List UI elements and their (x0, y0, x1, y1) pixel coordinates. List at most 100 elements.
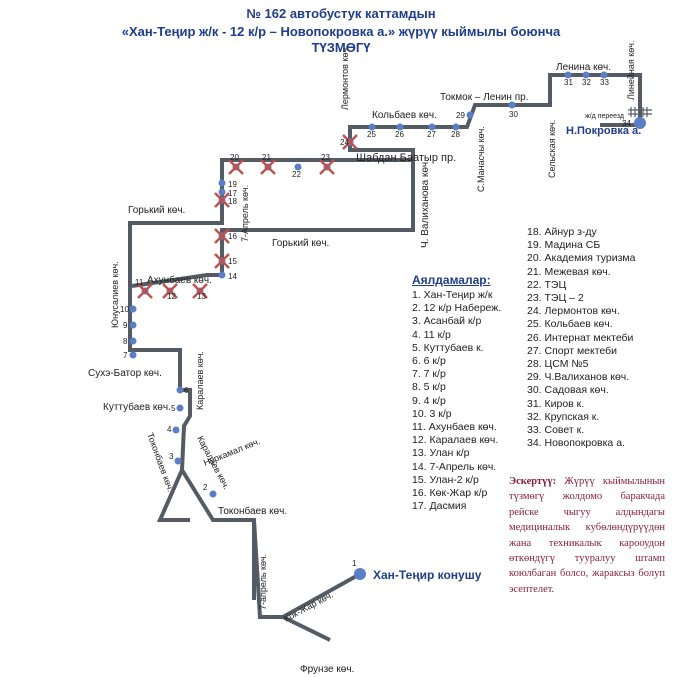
label-aprel7-bottom: 7-апрель көч. (258, 554, 268, 610)
stop-legend-item: 7. 7 к/р (412, 368, 446, 381)
stops-legend-title: Аялдамалар: (412, 273, 491, 287)
stop-legend-item: 5. Куттубаев к. (412, 341, 484, 354)
stop-marker-22 (294, 163, 302, 171)
label-tokonbaev: Токонбаев көч. (218, 505, 287, 517)
stop-number-24: 24 (340, 138, 349, 147)
stop-number-5: 5 (171, 404, 176, 413)
stop-marker-6 (176, 386, 184, 394)
label-pereezd: ж/д переезд (585, 113, 624, 120)
stop-legend-item: 10. 3 к/р (412, 407, 452, 420)
cross-stroke (162, 283, 178, 299)
cross-stroke (214, 228, 230, 244)
label-shabdan: Шабдан Баатыр пр. (356, 152, 456, 164)
cancelled-stop-cross (228, 159, 244, 175)
stop-legend-item: 23. ТЭЦ – 2 (527, 292, 584, 305)
stop-legend-item: 20. Академия туризма (527, 252, 636, 265)
label-gorky-top: Горький көч. (128, 205, 185, 216)
cross-stroke (137, 283, 153, 299)
stop-marker-7 (129, 351, 137, 359)
stop-number-25: 25 (367, 130, 376, 139)
label-lenina: Ленина көч. (556, 62, 611, 73)
stop-legend-item: 12. Каралаев көч. (412, 434, 499, 447)
route-line (128, 158, 415, 619)
label-end: Н.Покровка а. (566, 125, 641, 137)
stop-marker-10 (129, 305, 137, 313)
stop-legend-item: 27. Спорт мектеби (527, 344, 618, 357)
stop-legend-item: 4. 11 к/р (412, 328, 451, 341)
cross-stroke (260, 159, 276, 175)
label-lermontov: Лермонтов көч. (340, 45, 350, 110)
stop-marker-31 (564, 71, 572, 79)
warning-note: Эскертүү: Жүрүү кыймылынын түзмөгү жолдо… (509, 474, 665, 597)
stop-legend-item: 3. Асанбай к/р (412, 315, 482, 328)
stop-legend-item: 30. Садовая көч. (527, 384, 609, 397)
stop-legend-item: 15. Улан-2 к/р (412, 473, 479, 486)
stop-marker-29 (466, 111, 474, 119)
stop-marker-33 (600, 71, 608, 79)
note-text: Жүрүү кыймылынын түзмөгү жолдомо баракча… (509, 476, 665, 595)
label-frunze: Фрунзе көч. (300, 664, 354, 675)
stop-number-31: 31 (564, 78, 573, 87)
cross-stroke (192, 283, 208, 299)
stop-number-9: 9 (123, 321, 128, 330)
stop-marker-5 (176, 404, 184, 412)
label-yunusaliev: Юнусалиев көч. (110, 261, 120, 328)
title-line-1: № 162 автобустук каттамдын (246, 6, 436, 21)
cancelled-stop-cross (214, 253, 230, 269)
label-karalaev-upper: Каралаев көч. (195, 351, 205, 410)
stop-legend-item: 1. Хан-Теңир ж/к (412, 289, 493, 301)
label-lineynaya: Линейная көч. (626, 41, 636, 100)
stop-legend-item: 31. Киров к. (527, 397, 585, 410)
cancelled-stop-cross (260, 159, 276, 175)
stop-number-15: 15 (228, 257, 237, 266)
stop-number-3: 3 (169, 452, 174, 461)
stop-marker-1 (354, 568, 366, 580)
label-aprel7-top: 7-Апрель көч. (240, 185, 250, 242)
label-sukhe-bator: Сухэ-Батор көч. (88, 368, 162, 379)
stop-number-32: 32 (582, 78, 591, 87)
stop-legend-item: 14. 7-Апрель көч. (412, 460, 497, 473)
stop-legend-item: 24. Лермонтов көч. (527, 305, 620, 318)
stop-number-4: 4 (167, 425, 172, 434)
stop-legend-item: 13. Улан к/р (412, 447, 470, 460)
stop-legend-item: 6. 6 к/р (412, 355, 446, 368)
stop-legend-item: 19. Мадина СБ (527, 239, 601, 252)
cancelled-stop-cross (214, 192, 230, 208)
stop-marker-8 (129, 337, 137, 345)
cross-stroke (319, 159, 335, 175)
stop-number-17: 17 (228, 189, 237, 198)
stop-marker-28 (452, 123, 460, 131)
stop-marker-14 (218, 271, 226, 279)
cancelled-stop-cross (162, 283, 178, 299)
stop-legend-item: 22. ТЭЦ (527, 278, 567, 291)
stop-number-10: 10 (120, 305, 129, 314)
title-line-3: ТҮЗМӨГҮ (311, 40, 371, 55)
stop-legend-item: 29. Ч.Валиханов көч. (527, 371, 630, 384)
cancelled-stop-cross (319, 159, 335, 175)
stop-marker-17 (218, 188, 226, 196)
cancelled-stop-cross (214, 228, 230, 244)
label-gorky-mid: Горький көч. (272, 238, 329, 249)
stop-number-2: 2 (203, 483, 208, 492)
stop-number-1: 1 (352, 559, 357, 568)
stop-marker-30 (508, 101, 516, 109)
stop-legend-item: 2. 12 к/р Набереж. (412, 302, 502, 315)
stop-number-19: 19 (228, 180, 237, 189)
cross-stroke (214, 253, 230, 269)
stop-legend-item: 11. Ахунбаев көч. (412, 421, 497, 434)
stop-legend-item: 32. Крупская к. (527, 410, 600, 423)
stop-legend-item: 21. Межевая көч. (527, 265, 611, 278)
label-tokmok-lenin: Токмок – Ленин пр. (440, 92, 528, 103)
stop-legend-item: 25. Кольбаев көч. (527, 318, 613, 331)
stop-number-21: 21 (262, 153, 271, 162)
stop-number-23: 23 (321, 153, 330, 162)
stop-marker-27 (428, 123, 436, 131)
stop-number-20: 20 (230, 153, 239, 162)
stop-number-6: 6 (184, 386, 189, 395)
stop-number-29: 29 (456, 111, 465, 120)
